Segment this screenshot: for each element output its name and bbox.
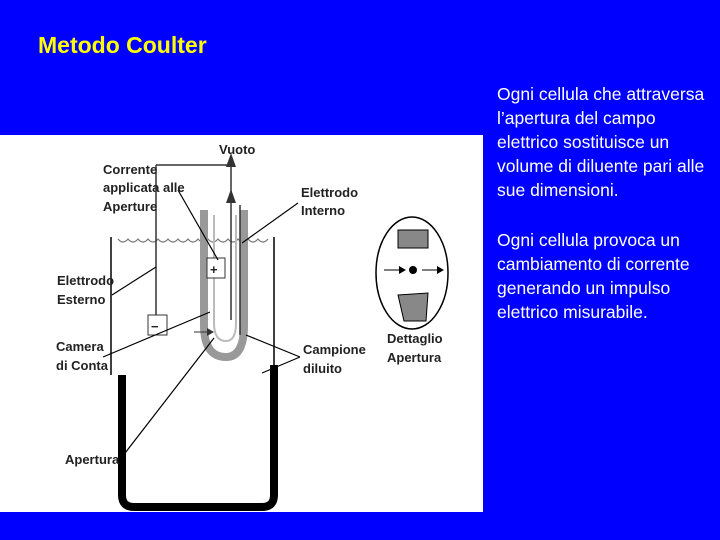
label-corrente-1: Corrente [103,162,157,177]
label-campione-1: Campione [303,342,366,357]
plus-sign: + [210,262,218,277]
label-vuoto: Vuoto [219,142,255,157]
label-dettaglio-2: Apertura [387,350,442,365]
leader-campione [245,334,301,358]
coulter-diagram-panel: + − Vuoto Corrente applicata alle [0,135,483,512]
leader-elettrodo-esterno [111,266,157,296]
aperture-flow-arrow-icon [207,328,214,336]
leader-apertura [121,337,215,458]
label-camera-2: di Conta [56,358,109,373]
leader-elettrodo-interno [241,202,299,244]
label-elettrodo-esterno-2: Esterno [57,292,105,307]
flow-arrow-icon [226,189,236,203]
label-elettrodo-interno-2: Interno [301,203,345,218]
label-elettrodo-esterno-1: Elettrodo [57,273,114,288]
leader-camera [102,311,211,358]
bullet-list: Ogni cellula che attraversa l’apertura d… [497,82,707,350]
label-corrente-3: Aperture [103,199,157,214]
plus-electrode-box [206,257,226,279]
bullet-2: Ogni cellula provoca un cambiamento di c… [497,230,690,322]
minus-sign: − [151,319,159,334]
minus-electrode-box [147,314,168,336]
leader-corrente [177,189,219,261]
label-elettrodo-interno-1: Elettrodo [301,185,358,200]
label-apertura: Apertura [65,452,120,467]
bullet-1: Ogni cellula che attraversa l’apertura d… [497,84,705,200]
label-dettaglio-1: Dettaglio [387,331,443,346]
label-corrente-2: applicata alle [103,180,185,195]
slide-title: Metodo Coulter [38,32,207,58]
vacuum-arrow-icon [226,153,236,167]
coulter-diagram: + − Vuoto Corrente applicata alle [56,142,449,511]
counting-chamber [118,365,278,511]
aperture-detail [375,216,449,330]
aperture-tube-inner [213,215,237,343]
label-camera-1: Camera [56,339,104,354]
aperture-tube [200,210,248,362]
leader-campione-2 [261,356,301,374]
label-campione-2: diluito [303,361,342,376]
